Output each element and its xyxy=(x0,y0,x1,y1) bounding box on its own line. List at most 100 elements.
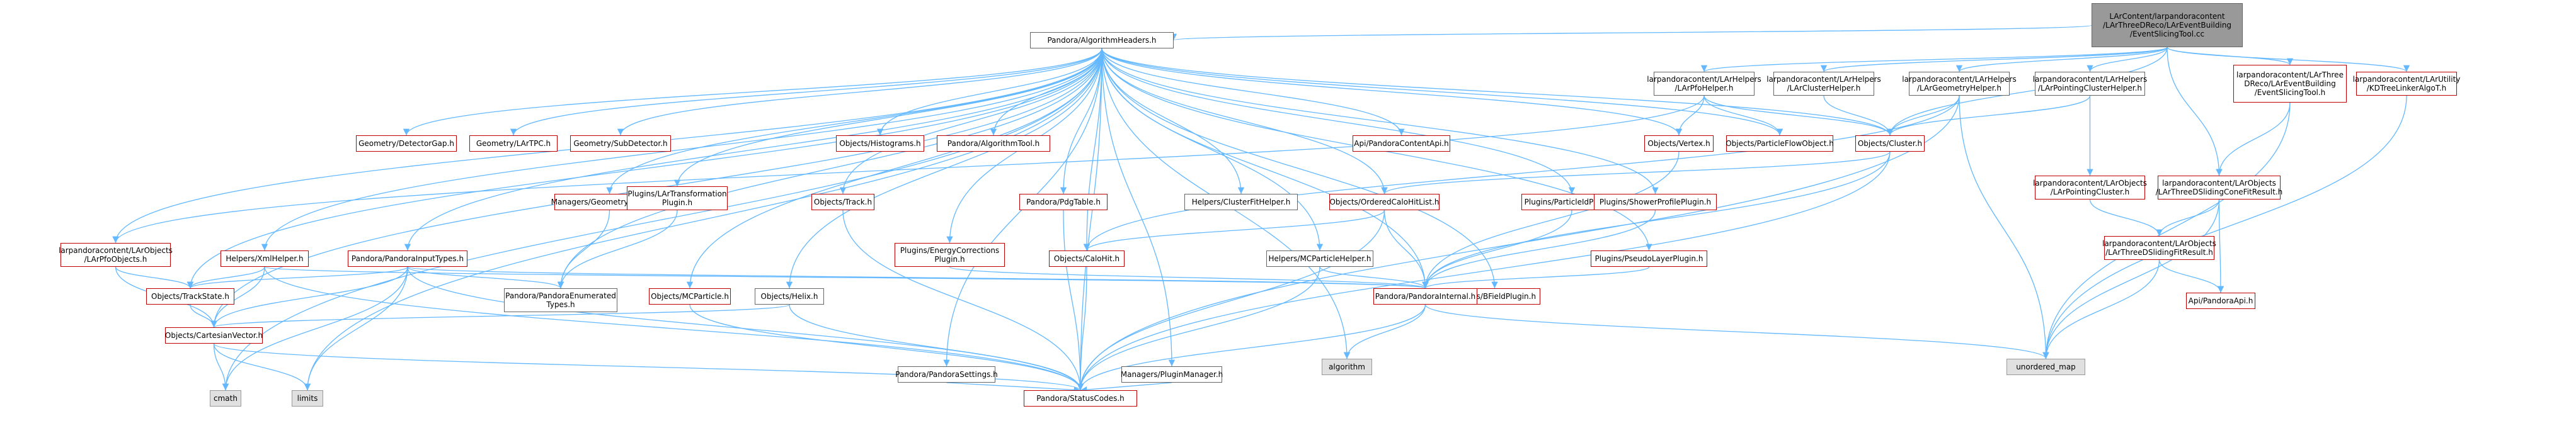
file-node-label: /LArGeometryHelper.h xyxy=(1917,84,2001,93)
file-node[interactable]: larpandoracontent/LArHelpers/LArPfoHelpe… xyxy=(1647,72,1761,96)
file-node[interactable]: larpandoracontent/LArHelpers/LArClusterH… xyxy=(1766,72,1881,96)
file-node-label: /LArPfoObjects.h xyxy=(84,255,147,264)
include-edge xyxy=(2217,199,2224,293)
file-node-label: Helpers/ClusterFitHelper.h xyxy=(1191,198,1291,206)
include-edge xyxy=(557,210,678,289)
file-node-label: /LArThreeDSlidingFitResult.h xyxy=(2105,248,2213,257)
include-edge xyxy=(1319,266,1429,289)
file-node[interactable]: Geometry/LArTPC.h xyxy=(469,135,558,152)
file-node[interactable]: Objects/CartesianVector.h xyxy=(165,327,263,344)
file-node[interactable]: Plugins/ShowerProfilePlugin.h xyxy=(1594,194,1717,210)
include-edge xyxy=(1080,382,1172,393)
file-node[interactable]: larpandoracontent/LArUtility/KDTreeLinke… xyxy=(2353,72,2460,96)
file-node-label: Pandora/StatusCodes.h xyxy=(1036,394,1125,403)
file-node[interactable]: larpandoracontent/LArHelpers/LArPointing… xyxy=(2033,72,2147,96)
include-edge xyxy=(1701,47,2168,72)
file-node-label: Pandora/PandoraEnumerated xyxy=(505,291,616,300)
file-node-label: /LArPointingClusterHelper.h xyxy=(2037,84,2143,93)
file-node-label: Plugin.h xyxy=(661,198,693,207)
file-node[interactable]: Objects/Track.h xyxy=(811,194,874,210)
file-node[interactable]: Pandora/AlgorithmTool.h xyxy=(937,135,1050,152)
include-edge xyxy=(187,266,408,289)
include-edge xyxy=(2167,47,2223,176)
file-node-label: Objects/Histograms.h xyxy=(839,139,921,148)
include-edge xyxy=(2042,199,2220,359)
include-edge xyxy=(1343,304,1426,359)
file-node-label: Objects/MCParticle.h xyxy=(651,292,729,301)
include-edge xyxy=(2042,95,2407,359)
file-node-label: larpandoracontent/LArUtility xyxy=(2352,75,2461,84)
file-node-label: Geometry/DetectorGap.h xyxy=(358,139,454,148)
file-node[interactable]: larpandoracontent/LArHelpers/LArGeometry… xyxy=(1902,72,2017,96)
file-node[interactable]: Objects/TrackState.h xyxy=(146,288,234,305)
include-edge xyxy=(1959,95,2049,359)
include-edge xyxy=(222,48,1102,391)
file-node[interactable]: Objects/Cluster.h xyxy=(1855,135,1925,152)
file-node[interactable]: larpandoracontent/LArObjects/LArPfoObjec… xyxy=(59,243,173,267)
file-node-label: /LArClusterHelper.h xyxy=(1787,84,1861,93)
file-node[interactable]: Helpers/ClusterFitHelper.h xyxy=(1184,194,1298,210)
include-edge xyxy=(1675,95,1705,136)
file-node-label: larpandoracontent/LArHelpers xyxy=(1766,75,1881,84)
file-node[interactable]: Pandora/PandoraInternal.h xyxy=(1373,288,1477,305)
file-node[interactable]: Geometry/SubDetector.h xyxy=(570,135,671,152)
include-edge xyxy=(617,48,1102,136)
file-node[interactable]: larpandoracontent/LArObjects/LArThreeDSl… xyxy=(2102,236,2216,260)
file-node[interactable]: Objects/MCParticle.h xyxy=(649,288,731,305)
file-node-label: Objects/Cluster.h xyxy=(1857,139,1923,148)
include-edge xyxy=(1703,95,1894,136)
include-edge xyxy=(1101,48,1429,289)
file-node[interactable]: Pandora/StatusCodes.h xyxy=(1024,390,1137,407)
include-edge xyxy=(210,266,408,328)
file-node-label: Pandora/PandoraSettings.h xyxy=(895,370,998,379)
file-node[interactable]: LArContent/larpandoracontent/LArThreeDRe… xyxy=(2092,3,2243,47)
file-node[interactable]: Plugins/PseudoLayerPlugin.h xyxy=(1591,250,1707,267)
file-node[interactable]: Pandora/PdgTable.h xyxy=(1019,194,1108,210)
file-node[interactable]: Pandora/AlgorithmHeaders.h xyxy=(1030,32,1174,48)
include-edge xyxy=(689,304,1084,391)
file-node[interactable]: larpandoracontent/LArObjects/LArThreeDSl… xyxy=(2156,176,2282,200)
file-node-label: Types.h xyxy=(546,300,575,309)
file-node-label: Plugin.h xyxy=(934,255,965,264)
include-edge xyxy=(1422,151,1680,289)
include-edge xyxy=(876,48,1102,136)
file-node[interactable]: Pandora/PandoraSettings.h xyxy=(895,366,998,383)
file-node[interactable]: Api/PandoraApi.h xyxy=(2186,293,2255,309)
file-node[interactable]: Objects/CaloHit.h xyxy=(1049,250,1125,267)
include-edge xyxy=(1422,210,1656,289)
file-node-label: Objects/TrackState.h xyxy=(151,292,229,301)
include-edge xyxy=(2158,259,2224,293)
include-edge xyxy=(1101,48,1176,367)
file-node[interactable]: Helpers/XmlHelper.h xyxy=(220,250,309,267)
file-node-label: larpandoracontent/LArThree xyxy=(2236,70,2344,79)
file-node[interactable]: Api/PandoraContentApi.h xyxy=(1353,135,1450,152)
include-edge xyxy=(1424,304,2049,359)
file-node[interactable]: Managers/PluginManager.h xyxy=(1121,366,1223,383)
file-node[interactable]: larpandoracontent/LArObjects/LArPointing… xyxy=(2033,176,2147,200)
file-node-label: Plugins/PseudoLayerPlugin.h xyxy=(1594,254,1703,263)
file-node-label: /LArThreeDReco/LArEventBuilding xyxy=(2102,21,2232,30)
file-node[interactable]: Helpers/MCParticleHelper.h xyxy=(1266,250,1373,267)
file-node[interactable]: Objects/Histograms.h xyxy=(836,135,924,152)
file-node[interactable]: Objects/Helix.h xyxy=(755,288,824,305)
include-edge xyxy=(946,382,1081,393)
file-node-label: Objects/OrderedCaloHitList.h xyxy=(1329,198,1440,206)
file-node[interactable]: Objects/Vertex.h xyxy=(1644,135,1714,152)
file-node[interactable]: Pandora/PandoraInputTypes.h xyxy=(348,250,467,267)
file-node-label: Plugins/ShowerProfilePlugin.h xyxy=(1599,198,1712,206)
file-node[interactable]: Objects/ParticleFlowObject.h xyxy=(1726,135,1834,152)
include-edge xyxy=(673,48,1102,187)
include-edge xyxy=(213,343,1084,391)
include-edge xyxy=(304,48,1102,391)
file-node-label: Plugins/EnergyCorrections xyxy=(900,246,1000,255)
file-node[interactable]: Objects/OrderedCaloHitList.h xyxy=(1329,194,1440,210)
include-edge xyxy=(222,266,408,391)
file-node[interactable]: Geometry/DetectorGap.h xyxy=(356,135,457,152)
include-edge xyxy=(213,343,229,391)
